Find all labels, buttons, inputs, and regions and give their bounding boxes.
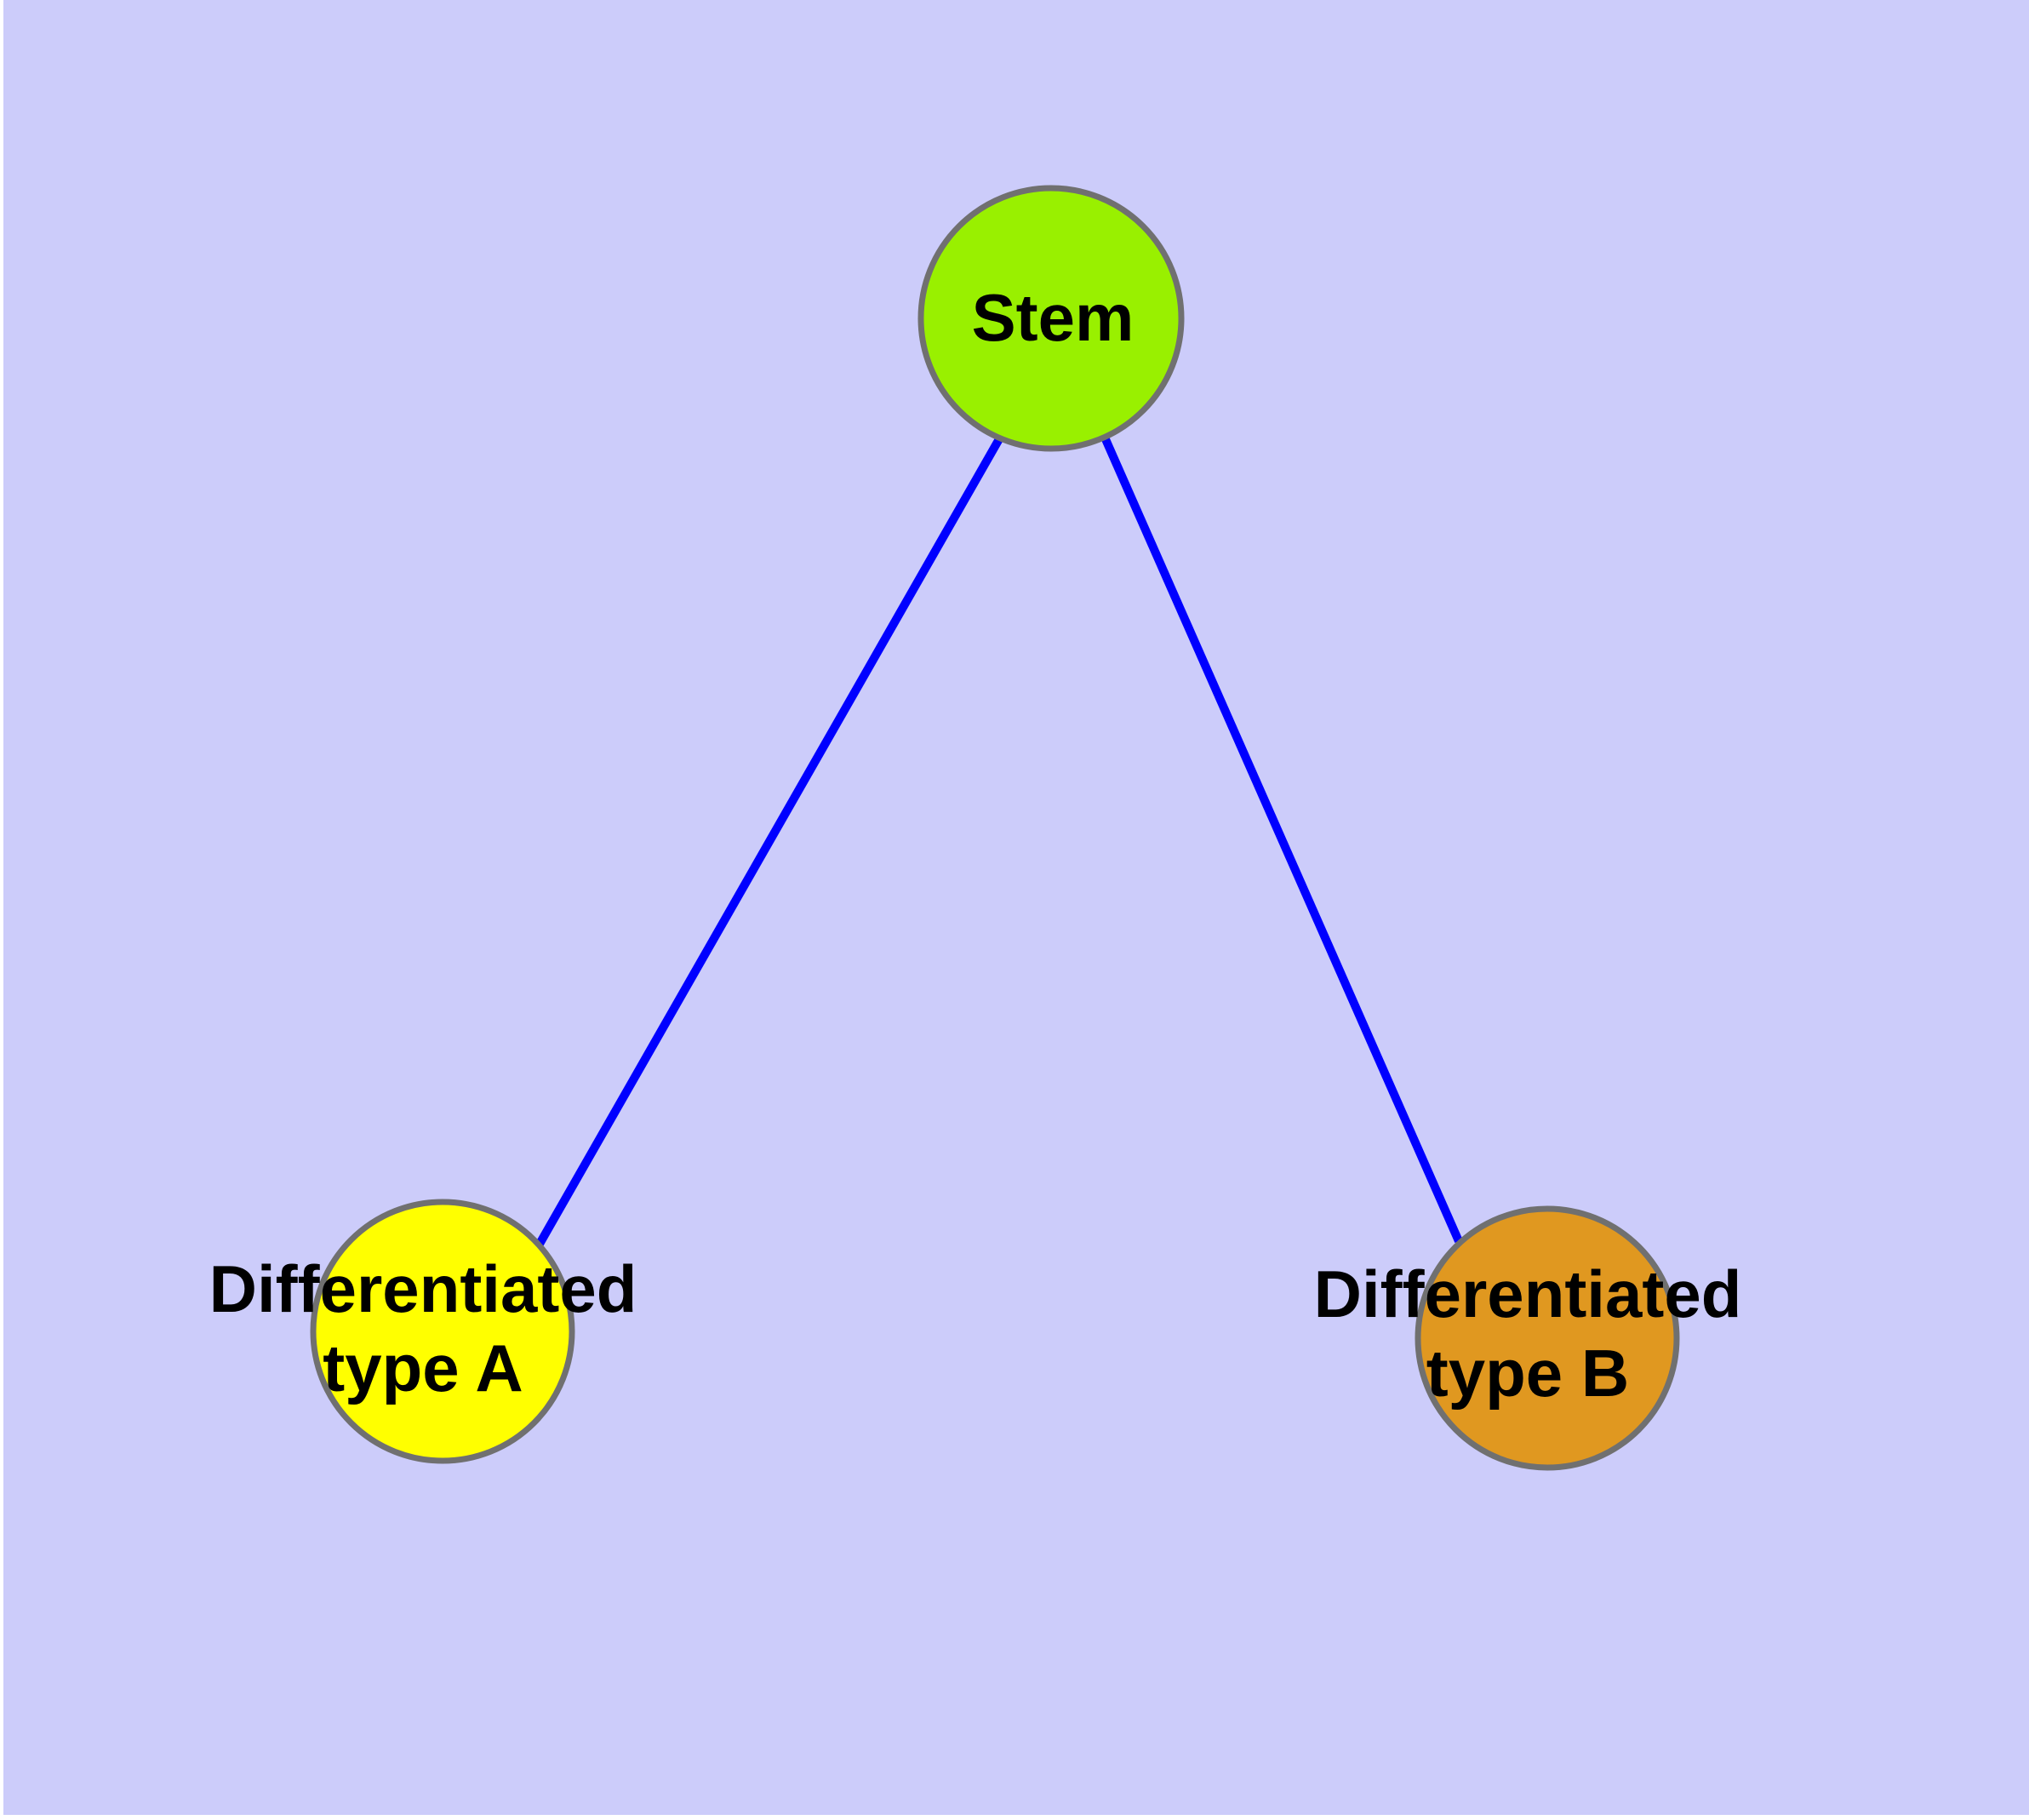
node-stem[interactable]: Stem [917, 185, 1185, 452]
node-differentiated-type-b-label-line2: type B [1426, 1336, 1629, 1411]
node-differentiated-type-a-label-line1: Differentiated [209, 1251, 637, 1326]
node-stem-circle[interactable] [917, 185, 1185, 452]
node-stem-label-line1: Stem [972, 280, 1135, 355]
edge-stem-to-differentiated-type-a[interactable] [534, 435, 1004, 1248]
node-differentiated-type-a-label-line2: type A [323, 1331, 523, 1405]
node-differentiated-type-a-circle[interactable] [310, 1199, 575, 1464]
node-differentiated-type-b-circle[interactable] [1415, 1205, 1680, 1471]
node-layer: Stem Differentiated type A Differentiate… [209, 185, 1742, 1471]
node-differentiated-type-a[interactable]: Differentiated type A [209, 1199, 637, 1464]
edge-layer [534, 435, 1463, 1248]
node-differentiated-type-b[interactable]: Differentiated type B [1314, 1205, 1742, 1471]
node-differentiated-type-b-label-line1: Differentiated [1314, 1256, 1742, 1331]
edge-stem-to-differentiated-type-b[interactable] [1101, 437, 1463, 1244]
